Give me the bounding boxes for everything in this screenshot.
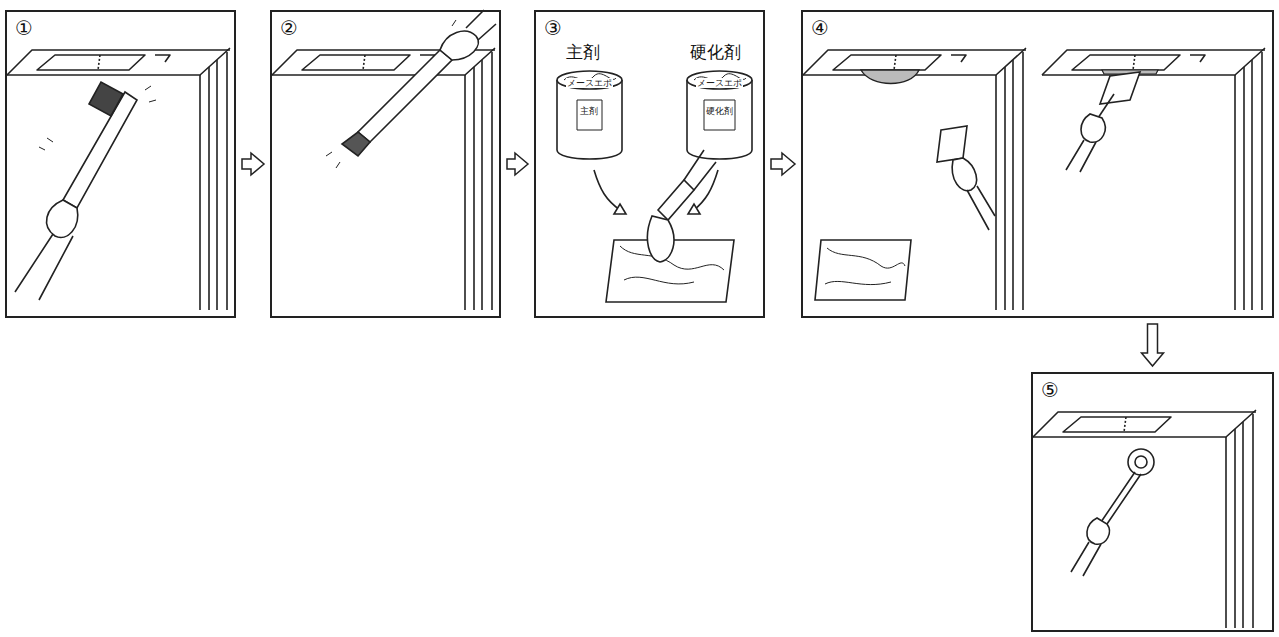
flow-arrow (242, 153, 264, 175)
can-label: 主剤 (579, 106, 599, 116)
step-panel: ② (270, 10, 501, 318)
step-number: ⑤ (1041, 378, 1059, 402)
can-label: 硬化剤 (705, 106, 734, 116)
step-number: ④ (811, 16, 829, 40)
flow-arrow (771, 153, 795, 175)
step-panel: ③主剤硬化剤 (534, 10, 765, 318)
step-panel: ④ (801, 10, 1274, 318)
step-number: ② (280, 16, 298, 40)
step-panel: ⑤ (1031, 372, 1274, 632)
step-number: ③ (544, 16, 562, 40)
step-panel: ① (5, 10, 236, 318)
flow-arrow (1142, 324, 1164, 366)
step-number: ① (15, 16, 33, 40)
part-name: 主剤 (566, 42, 600, 62)
can-label: メースエポ (566, 78, 613, 88)
part-name: 硬化剤 (690, 42, 741, 62)
flow-arrow (507, 153, 528, 175)
can-label: メースエポ (696, 78, 743, 88)
